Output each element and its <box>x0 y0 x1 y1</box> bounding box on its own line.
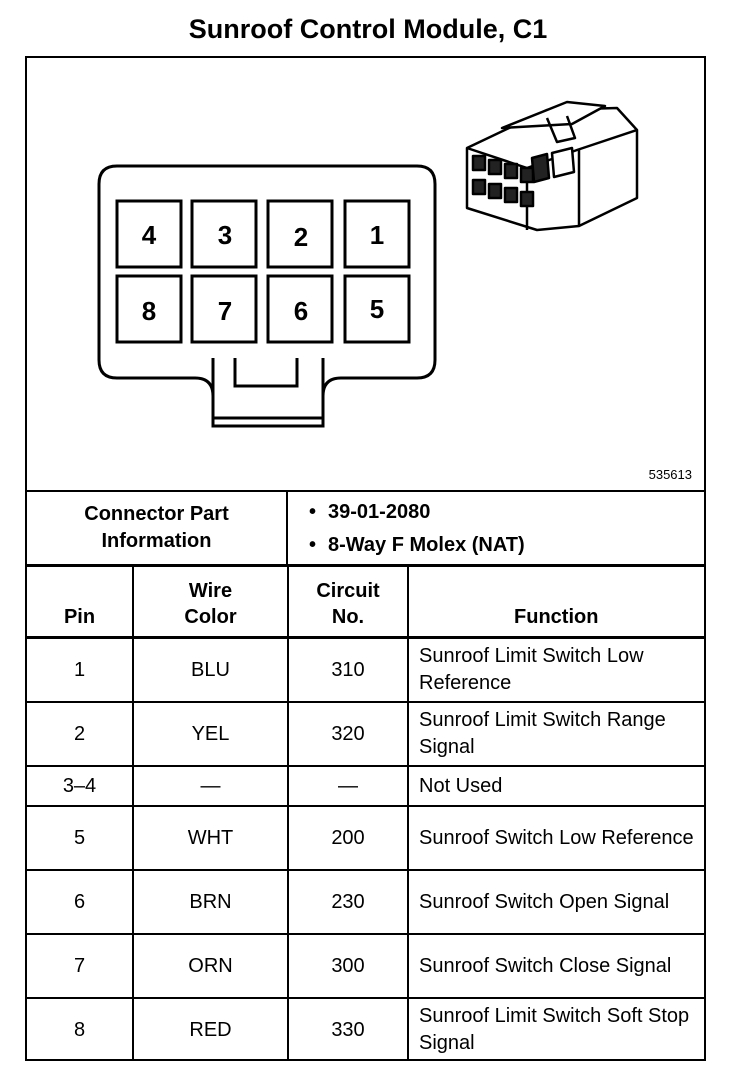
pin-number-3: 3 <box>218 220 232 250</box>
connector-diagram: 4 3 2 1 8 7 6 5 <box>27 58 704 492</box>
table-row: 3–4 — — Not Used <box>27 765 705 807</box>
table-row: 1 BLU 310 Sunroof Limit Switch Low Refer… <box>27 636 705 703</box>
cell-function: Sunroof Limit Switch Soft Stop Signal <box>407 997 705 1061</box>
figure-id: 535613 <box>648 467 692 482</box>
cell-wire-color: BRN <box>132 869 289 935</box>
cell-circuit: 320 <box>287 701 409 767</box>
table-row: 5 WHT 200 Sunroof Switch Low Reference <box>27 805 705 871</box>
pin-cavity-4 <box>115 199 183 269</box>
pin-cavity-8 <box>115 274 183 344</box>
pin-number-4: 4 <box>142 220 157 250</box>
connector-frame: 4 3 2 1 8 7 6 5 <box>25 56 706 1061</box>
cell-pin: 5 <box>27 805 134 871</box>
cell-wire-color: — <box>132 765 289 807</box>
part-info-label: Connector Part Information <box>27 492 288 564</box>
cell-pin: 1 <box>27 636 134 703</box>
cell-pin: 7 <box>27 933 134 999</box>
table-row: 7 ORN 300 Sunroof Switch Close Signal <box>27 933 705 999</box>
pin-cavity-1 <box>343 199 411 269</box>
cell-circuit: 300 <box>287 933 409 999</box>
pin-cavity-7 <box>190 274 258 344</box>
part-info-list: 39-01-2080 8-Way F Molex (NAT) <box>309 496 525 562</box>
table-row: 2 YEL 320 Sunroof Limit Switch Range Sig… <box>27 701 705 767</box>
cell-circuit: — <box>287 765 409 807</box>
pin-number-8: 8 <box>142 296 156 326</box>
cell-pin: 3–4 <box>27 765 134 807</box>
pin-cavity-2 <box>266 199 334 269</box>
page-title: Sunroof Control Module, C1 <box>188 14 548 44</box>
pin-cavity-5 <box>343 274 411 344</box>
pin-number-7: 7 <box>218 296 232 326</box>
connector-part-info: Connector Part Information 39-01-2080 8-… <box>27 492 704 566</box>
connector-isometric-illustration <box>465 100 639 232</box>
pinout-table: Pin Wire Color Circuit No. Function 1 BL… <box>27 566 705 1061</box>
pin-number-2: 2 <box>294 222 308 252</box>
pin-cavity-6 <box>266 274 334 344</box>
cell-wire-color: WHT <box>132 805 289 871</box>
cell-pin: 2 <box>27 701 134 767</box>
cell-circuit: 230 <box>287 869 409 935</box>
header-wire-color: Wire Color <box>132 566 289 639</box>
cell-function: Sunroof Switch Open Signal <box>407 869 705 935</box>
connector-description: 8-Way F Molex (NAT) <box>309 529 525 562</box>
part-number: 39-01-2080 <box>309 496 525 529</box>
cell-circuit: 310 <box>287 636 409 703</box>
pin-number-1: 1 <box>370 220 384 250</box>
cell-circuit: 330 <box>287 997 409 1061</box>
header-function: Function <box>407 566 705 639</box>
pin-number-6: 6 <box>294 296 308 326</box>
cell-wire-color: BLU <box>132 636 289 703</box>
cell-wire-color: ORN <box>132 933 289 999</box>
cell-function: Sunroof Switch Close Signal <box>407 933 705 999</box>
cell-function: Not Used <box>407 765 705 807</box>
cell-circuit: 200 <box>287 805 409 871</box>
table-row: 8 RED 330 Sunroof Limit Switch Soft Stop… <box>27 997 705 1061</box>
header-circuit-no: Circuit No. <box>287 566 409 639</box>
cell-pin: 8 <box>27 997 134 1061</box>
pin-number-5: 5 <box>370 294 384 324</box>
table-row: 6 BRN 230 Sunroof Switch Open Signal <box>27 869 705 935</box>
connector-latch-notch <box>233 358 299 388</box>
cell-wire-color: RED <box>132 997 289 1061</box>
cell-function: Sunroof Limit Switch Range Signal <box>407 701 705 767</box>
connector-face-svg: 4 3 2 1 8 7 6 5 <box>97 100 639 428</box>
connector-latch <box>211 358 325 428</box>
cell-pin: 6 <box>27 869 134 935</box>
cell-function: Sunroof Limit Switch Low Reference <box>407 636 705 703</box>
table-header-row: Pin Wire Color Circuit No. Function <box>27 566 705 639</box>
cell-wire-color: YEL <box>132 701 289 767</box>
cell-function: Sunroof Switch Low Reference <box>407 805 705 871</box>
pin-cavity-3 <box>190 199 258 269</box>
header-pin: Pin <box>27 566 134 639</box>
